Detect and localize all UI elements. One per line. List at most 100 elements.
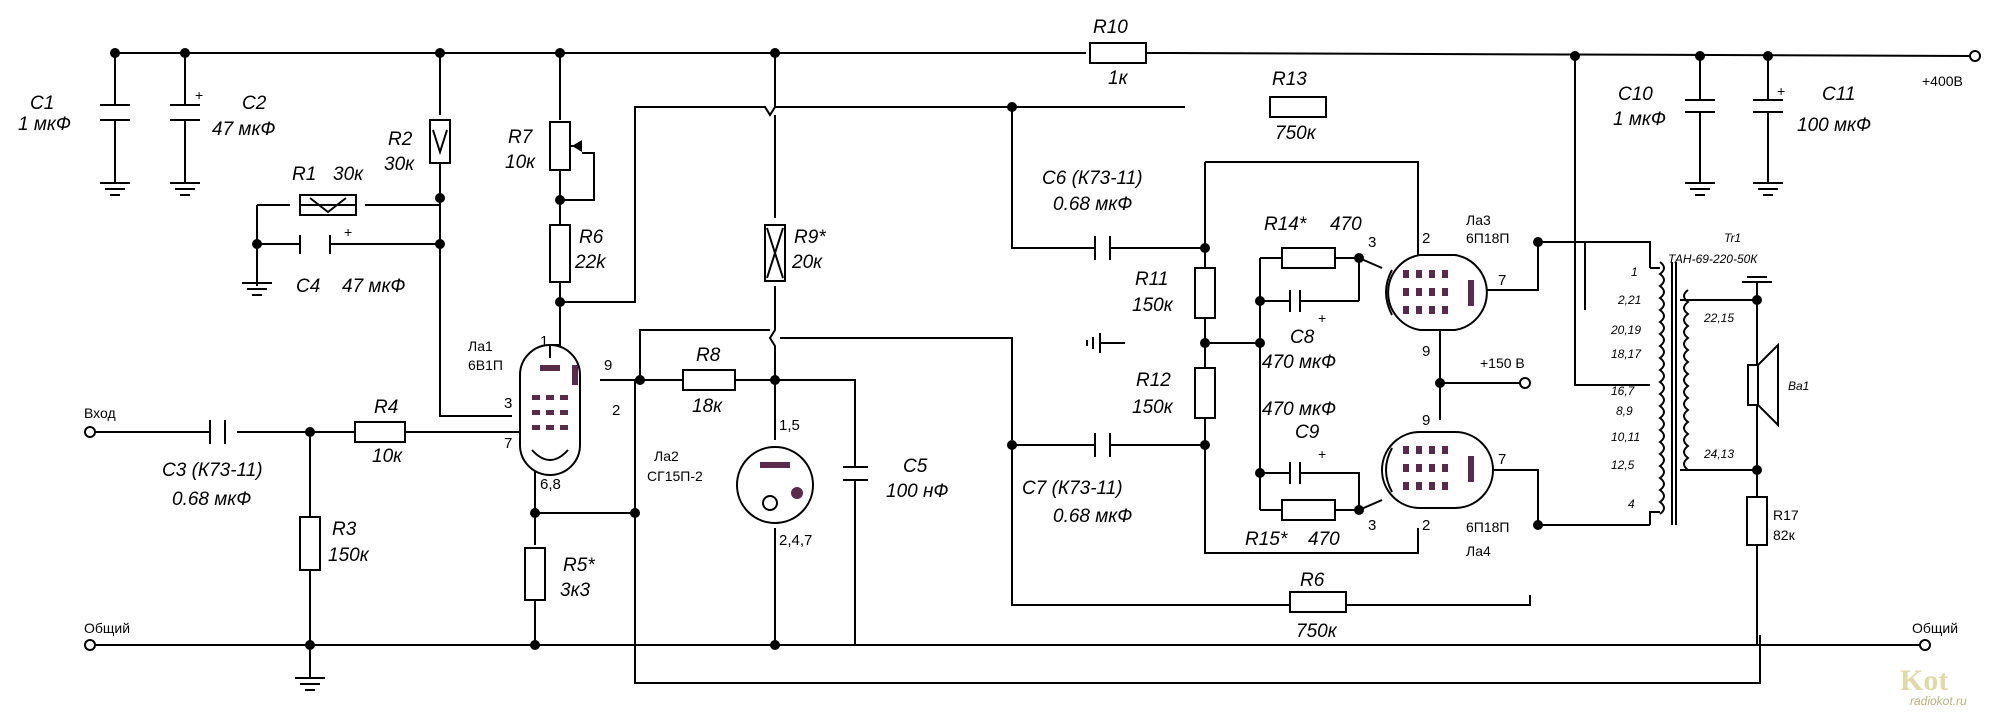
resistor-r6a	[549, 224, 571, 283]
c5-value: 100 нФ	[886, 481, 949, 502]
svg-text:9: 9	[1422, 412, 1430, 429]
r2-ref: R2	[388, 129, 413, 150]
capacitor-c7	[1094, 433, 1111, 457]
capacitor-c10	[1685, 99, 1715, 113]
capacitor-c5	[843, 466, 868, 481]
svg-text:7: 7	[1498, 451, 1506, 468]
capacitor-c8	[1289, 290, 1301, 312]
la1-ref: Ла1	[468, 338, 493, 354]
tr1-ref: Tr1	[1724, 231, 1741, 245]
la3-ref: Ла3	[1466, 212, 1491, 228]
c5-ref: C5	[903, 456, 928, 477]
terminal-common-right	[1919, 639, 1931, 651]
common-left-label: Общий	[84, 620, 130, 636]
c1-ref: C1	[30, 93, 54, 114]
svg-text:10,11: 10,11	[1611, 430, 1640, 444]
r11-value: 150к	[1132, 295, 1174, 316]
la2-type: СГ15П-2	[647, 468, 703, 484]
r13-value: 750к	[1275, 123, 1317, 144]
capacitor-c9	[1289, 462, 1301, 484]
terminal-plus150	[1519, 377, 1531, 389]
r17-value: 82к	[1773, 527, 1796, 543]
c1-value: 1 мкФ	[18, 114, 71, 135]
common-right-label: Общий	[1912, 620, 1958, 636]
svg-text:12,5: 12,5	[1611, 458, 1635, 472]
svg-text:16,7: 16,7	[1611, 384, 1636, 398]
r6b-value: 750к	[1296, 621, 1338, 642]
r4-ref: R4	[374, 397, 398, 418]
terminals	[84, 50, 1981, 651]
c2-value: 47 мкФ	[212, 119, 276, 140]
resistor-r14	[1281, 247, 1336, 269]
resistor-r13	[1269, 96, 1327, 118]
svg-text:4: 4	[1628, 497, 1635, 511]
c10-value: 1 мкФ	[1613, 109, 1666, 130]
svg-text:+: +	[1777, 83, 1785, 99]
svg-text:6,8: 6,8	[540, 476, 561, 493]
svg-text:9: 9	[604, 357, 612, 374]
la1-type: 6В1П	[468, 357, 503, 373]
r10-ref: R10	[1093, 17, 1128, 38]
r5-ref: R5*	[563, 555, 595, 576]
capacitor-c1	[100, 104, 130, 121]
capacitor-c6	[1094, 236, 1111, 260]
watermark-logo: Kot	[1900, 664, 1948, 697]
tr1-type: ТАН-69-220-50К	[1668, 252, 1758, 266]
terminal-plus400	[1969, 50, 1981, 62]
r9-ref: R9*	[794, 227, 826, 248]
resistor-r2	[429, 119, 451, 164]
c6-ref: C6 (К73-11)	[1042, 168, 1143, 189]
c11-ref: C11	[1822, 84, 1855, 105]
terminal-common-left	[84, 639, 96, 651]
r14-ref: R14*	[1264, 214, 1307, 235]
svg-text:+: +	[195, 87, 203, 103]
la4-type: 6П18П	[1466, 519, 1509, 535]
r6a-value: 22k	[574, 252, 607, 273]
svg-text:20,19: 20,19	[1610, 323, 1641, 337]
c9-value: 470 мкФ	[1262, 399, 1336, 420]
r12-value: 150к	[1132, 397, 1174, 418]
svg-text:2: 2	[1422, 517, 1430, 534]
junction-dots	[110, 48, 1773, 650]
svg-text:2,4,7: 2,4,7	[779, 532, 812, 549]
transformer-tr1	[1658, 261, 1690, 525]
resistor-r5	[524, 547, 546, 601]
watermark-site: radiokot.ru	[1910, 694, 1967, 708]
supply-plus150-label: +150 В	[1480, 355, 1525, 371]
tube-la3	[1385, 254, 1488, 331]
resistor-r12	[1194, 367, 1216, 419]
svg-text:2: 2	[612, 402, 620, 419]
r15-value: 470	[1308, 529, 1340, 550]
capacitor-c2	[170, 104, 200, 121]
input-label: Вход	[84, 405, 116, 421]
ba1-ref: Ba1	[1788, 379, 1809, 393]
capacitor-c3	[209, 420, 226, 444]
c3-value: 0.68 мкФ	[172, 489, 251, 510]
supply-plus400-label: +400В	[1922, 73, 1963, 89]
c4-ref: C4	[296, 276, 320, 297]
r7-value: 10к	[505, 152, 536, 173]
tube-la2	[736, 446, 814, 524]
speaker-ba1	[1747, 342, 1779, 428]
r14-value: 470	[1330, 214, 1362, 235]
svg-text:9: 9	[1422, 343, 1430, 360]
grounds	[100, 182, 1783, 691]
resistor-r8	[682, 369, 736, 391]
svg-text:3: 3	[504, 395, 512, 412]
r3-value: 150к	[328, 545, 370, 566]
svg-text:+: +	[1318, 310, 1326, 326]
la2-ref: Ла2	[654, 448, 679, 464]
r15-ref: R15*	[1245, 529, 1288, 550]
terminal-input	[84, 426, 96, 438]
resistor-r4	[354, 421, 406, 443]
svg-text:2,21: 2,21	[1617, 293, 1641, 307]
r9-value: 20к	[791, 252, 823, 273]
resistor-r10	[1089, 42, 1147, 64]
svg-text:3: 3	[1368, 234, 1376, 251]
tube-la4	[1381, 431, 1494, 509]
r2-value: 30к	[384, 154, 415, 175]
c8-value: 470 мкФ	[1262, 352, 1336, 373]
r6b-ref: R6	[1300, 570, 1325, 591]
r1-value: 30к	[333, 164, 364, 185]
c7-value: 0.68 мкФ	[1053, 506, 1132, 527]
